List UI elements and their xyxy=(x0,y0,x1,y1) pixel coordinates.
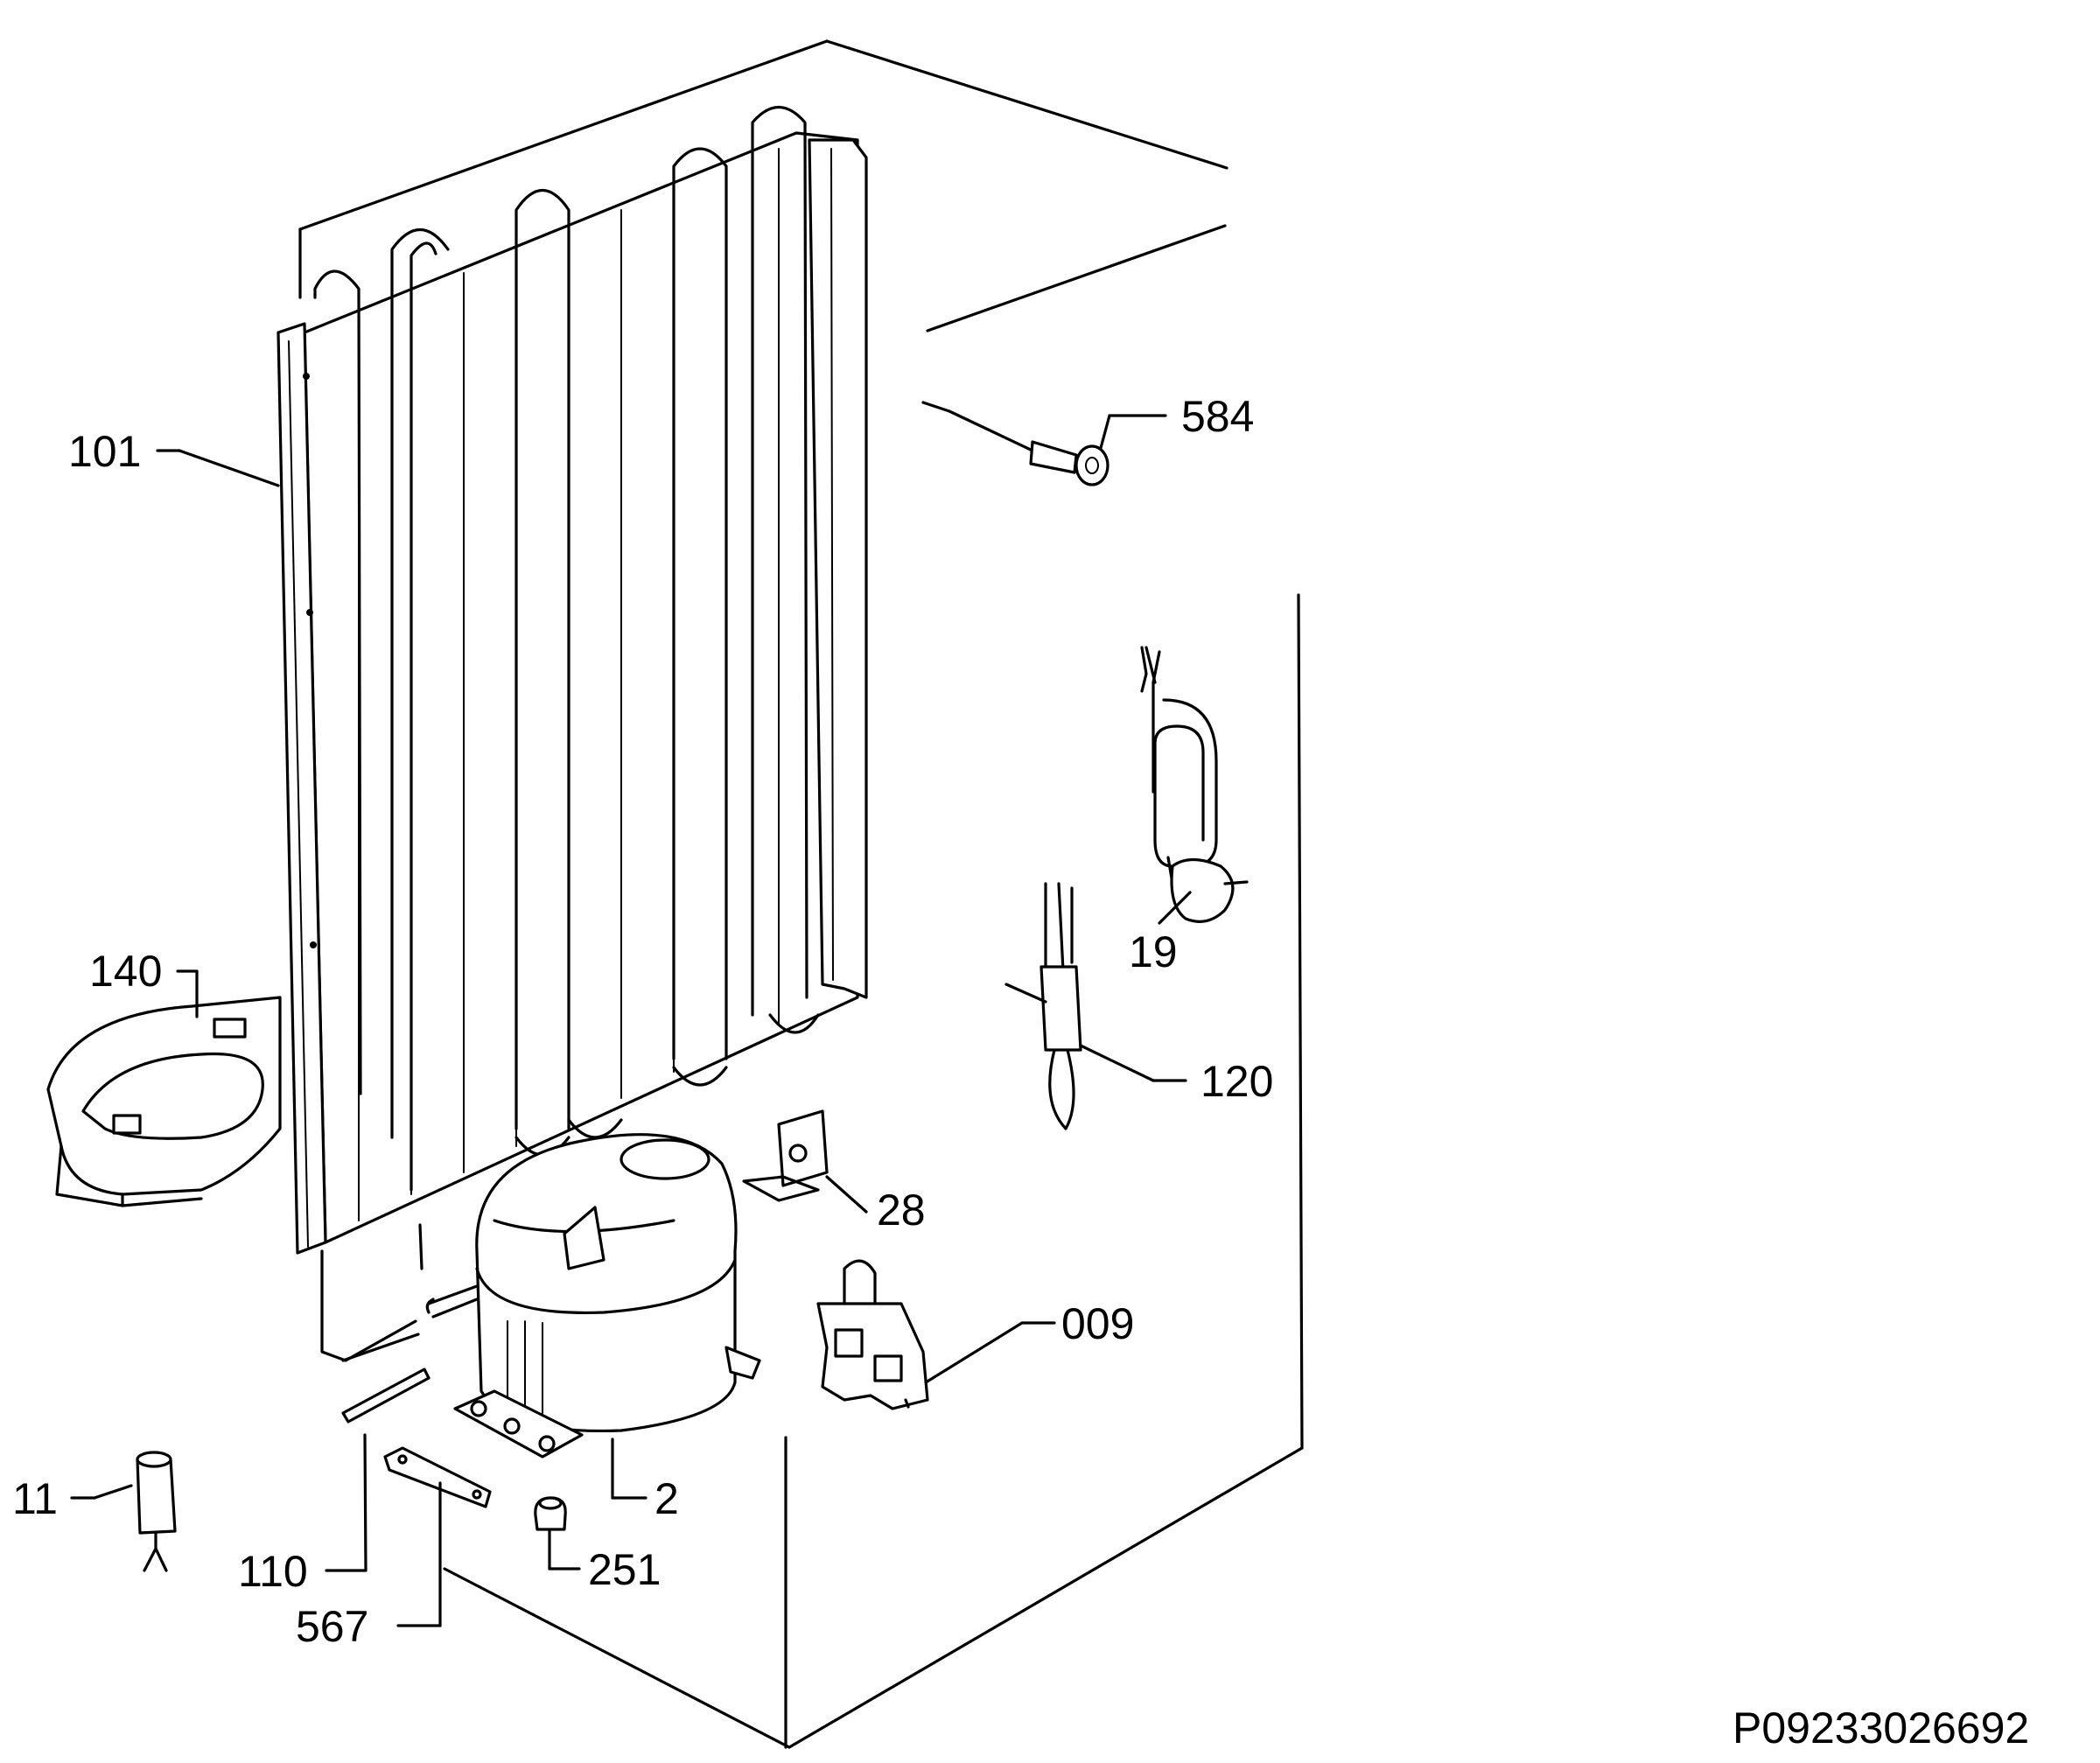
condenser-101 xyxy=(276,105,868,1362)
label-251: 251 xyxy=(588,1545,661,1594)
leader-251 xyxy=(548,1529,581,1571)
label-584: 584 xyxy=(1181,392,1254,441)
probe-584 xyxy=(921,401,1110,486)
clip-28 xyxy=(742,1109,829,1202)
leader-140 xyxy=(176,969,199,1018)
leader-584 xyxy=(1099,414,1167,450)
label-101: 101 xyxy=(68,427,141,476)
compressor-2 xyxy=(425,1133,761,1459)
label-140: 140 xyxy=(89,947,162,996)
leader-19 xyxy=(1158,891,1192,925)
label-120: 120 xyxy=(1200,1057,1273,1106)
grommet-251 xyxy=(534,1496,567,1531)
label-11: 11 xyxy=(12,1474,58,1523)
power-cord-19 xyxy=(1140,646,1249,923)
drain-tray-140 xyxy=(46,996,282,1207)
leader-11 xyxy=(70,1484,133,1500)
label-2: 2 xyxy=(654,1474,679,1523)
drawing-id: P09233026692 xyxy=(1732,1704,2029,1753)
cabinet-outline xyxy=(298,39,1304,1749)
relay-009 xyxy=(816,1259,929,1410)
tube-110 xyxy=(341,1368,430,1424)
label-567: 567 xyxy=(296,1602,368,1651)
leader-28 xyxy=(825,1175,868,1214)
leader-120 xyxy=(1079,1044,1187,1082)
part-11 xyxy=(136,1451,177,1572)
label-28: 28 xyxy=(877,1186,926,1235)
leader-2 xyxy=(611,1438,648,1500)
leader-110 xyxy=(325,1433,368,1572)
leader-009 xyxy=(924,1321,1056,1384)
label-110: 110 xyxy=(238,1547,308,1596)
thermostat-120 xyxy=(1004,882,1082,1130)
bracket-plate-567 xyxy=(383,1446,492,1508)
leader-101 xyxy=(156,449,280,487)
label-19: 19 xyxy=(1129,927,1178,976)
label-009: 009 xyxy=(1061,1299,1134,1348)
leader-567 xyxy=(396,1481,442,1627)
